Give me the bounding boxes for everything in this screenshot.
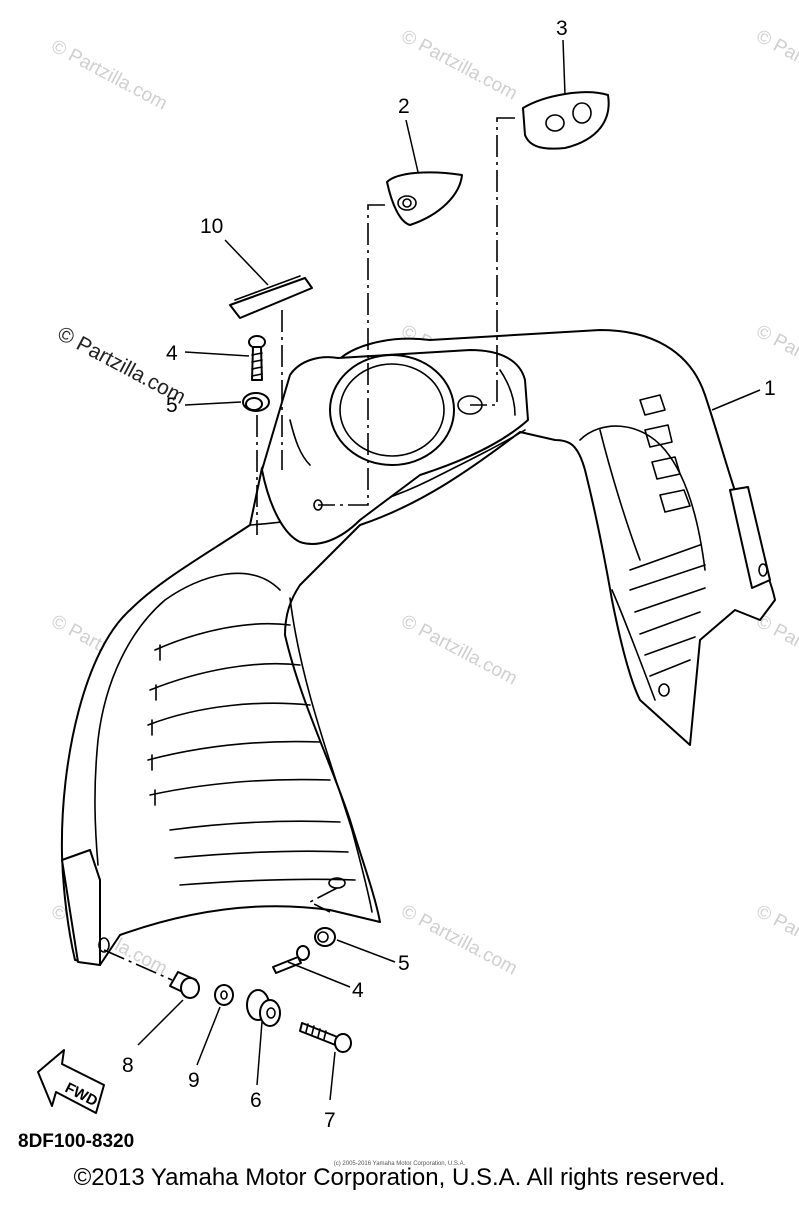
callout-5: 5 <box>166 394 178 417</box>
callout-3: 3 <box>556 17 568 40</box>
watermark-overlay: © Partzilla.com <box>54 322 190 409</box>
watermark: © Partzilla.com <box>753 321 799 400</box>
part-2-plate <box>386 171 463 226</box>
watermark: © Partzilla.com <box>753 26 799 105</box>
leader-lines <box>137 39 761 1101</box>
callout-2: 2 <box>398 95 410 118</box>
part-5-grommet-upper <box>242 392 270 412</box>
callout-numbers: 1 2 3 4 4 5 5 6 7 8 9 10 <box>122 17 776 1132</box>
callout-8: 8 <box>122 1054 134 1077</box>
watermark: © Partzilla.com <box>753 901 799 980</box>
part-5-grommet-lower <box>314 927 336 947</box>
watermark: © Partzilla.com <box>398 611 521 690</box>
part-8-collar <box>169 971 200 999</box>
assembly-lines <box>103 117 515 981</box>
forward-arrow-icon: FWD <box>37 1049 105 1114</box>
part-4-screw-upper <box>248 335 266 381</box>
part-3-plate <box>522 91 610 150</box>
callout-1: 1 <box>764 377 776 400</box>
part-10-strip <box>229 275 313 319</box>
callout-5: 5 <box>398 952 410 975</box>
watermark: © Partzilla.com <box>398 901 521 980</box>
copyright-notice: ©2013 Yamaha Motor Corporation, U.S.A. A… <box>73 1164 726 1191</box>
right-grill <box>599 394 706 701</box>
callout-4: 4 <box>352 979 364 1002</box>
fineprint: (c) 2005-2016 Yamaha Motor Corporation, … <box>333 1161 466 1167</box>
part-9-washer <box>214 984 234 1006</box>
part-6-damper <box>246 989 281 1027</box>
part-4-screw-lower <box>272 945 310 974</box>
watermark: © Partzilla.com <box>48 36 171 115</box>
callout-6: 6 <box>250 1089 262 1112</box>
callout-9: 9 <box>188 1069 200 1092</box>
callout-10: 10 <box>200 215 223 238</box>
part-7-bolt <box>299 1022 352 1053</box>
watermark: © Partzilla.com <box>753 611 799 690</box>
left-grill <box>147 622 356 886</box>
callout-7: 7 <box>324 1109 336 1132</box>
watermark: © Partzilla.com <box>398 26 521 105</box>
callout-4: 4 <box>166 342 178 365</box>
diagram-code: 8DF100-8320 <box>18 1131 135 1152</box>
gauge-housing <box>261 349 529 545</box>
